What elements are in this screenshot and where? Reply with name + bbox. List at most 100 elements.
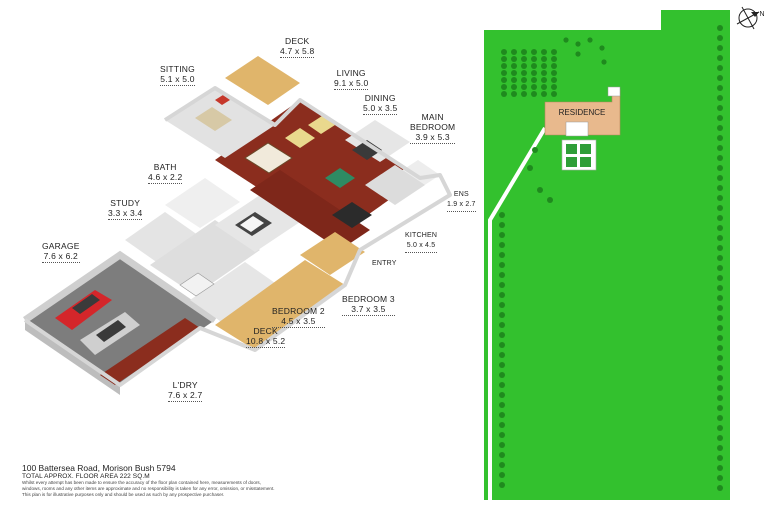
tree-icon (511, 70, 517, 76)
tree-icon (717, 75, 723, 81)
tree-icon (521, 70, 527, 76)
label-entry: ENTRY (372, 260, 397, 267)
tree-icon (587, 37, 593, 43)
tree-icon (499, 462, 505, 468)
tree-icon (499, 422, 505, 428)
outer-walls (23, 86, 452, 387)
garden-bed (566, 144, 577, 154)
tree-icon (717, 445, 723, 451)
tree-icon (501, 56, 507, 62)
tree-icon (501, 63, 507, 69)
tree-icon (499, 412, 505, 418)
label-ens: ENS 1.9 x 2.7 (447, 190, 476, 212)
tree-icon (541, 91, 547, 97)
tree-icon (717, 165, 723, 171)
tree-icon (717, 395, 723, 401)
tree-icon (541, 84, 547, 90)
tree-icon (717, 365, 723, 371)
label-garage: GARAGE 7.6 x 6.2 (42, 241, 80, 263)
tree-icon (717, 315, 723, 321)
tree-icon (521, 77, 527, 83)
tree-icon (717, 205, 723, 211)
tree-icon (499, 372, 505, 378)
label-main-bedroom: MAIN BEDROOM 3.9 x 5.3 (410, 112, 456, 144)
hall-floor (150, 220, 260, 295)
tree-icon (601, 59, 607, 65)
tree-icon (527, 165, 533, 171)
label-study: STUDY 3.3 x 3.4 (108, 198, 143, 220)
tree-icon (499, 232, 505, 238)
tree-icon (521, 49, 527, 55)
tree-icon (551, 91, 557, 97)
tree-icon (531, 63, 537, 69)
tree-icon (717, 125, 723, 131)
laundry-floor (100, 318, 200, 385)
tree-icon (717, 345, 723, 351)
label-deck-top: DECK 4.7 x 5.8 (280, 36, 315, 58)
bedroom2-floor (190, 262, 285, 328)
tree-icon (499, 322, 505, 328)
tree-icon (717, 325, 723, 331)
tree-icon (717, 225, 723, 231)
tree-icon (717, 215, 723, 221)
tree-icon (531, 77, 537, 83)
tree-icon (547, 197, 553, 203)
garden-bed (580, 144, 591, 154)
tree-icon (499, 362, 505, 368)
tree-icon (563, 37, 569, 43)
tree-icon (511, 63, 517, 69)
tree-icon (511, 77, 517, 83)
tree-icon (717, 375, 723, 381)
tree-icon (501, 77, 507, 83)
tree-icon (501, 70, 507, 76)
tree-icon (551, 49, 557, 55)
red-car (55, 290, 112, 330)
tree-icon (531, 49, 537, 55)
tree-icon (499, 212, 505, 218)
tree-icon (717, 285, 723, 291)
sitting-rug (195, 107, 232, 131)
tree-icon (521, 91, 527, 97)
tree-icon (717, 335, 723, 341)
garden-beds (566, 144, 591, 167)
label-bath: BATH 4.6 x 2.2 (148, 162, 183, 184)
tree-icon (499, 482, 505, 488)
floor-plan (23, 56, 452, 395)
dining-table (325, 168, 355, 188)
label-sitting: SITTING 5.1 x 5.0 (160, 64, 195, 86)
tree-icon (717, 145, 723, 151)
tree-icon (501, 49, 507, 55)
tree-icon (717, 85, 723, 91)
disclaimer-line: This plan is for illustrative purposes o… (22, 492, 225, 497)
tree-icon (521, 63, 527, 69)
bath-floor (165, 178, 240, 228)
tree-icon (717, 65, 723, 71)
tree-icon (499, 262, 505, 268)
tree-icon (499, 382, 505, 388)
plan-footer: 100 Battersea Road, Morison Bush 5794 TO… (22, 463, 462, 498)
tree-icon (717, 355, 723, 361)
tree-icon (717, 175, 723, 181)
tree-icon (717, 425, 723, 431)
driveway (488, 126, 547, 500)
label-dining: DINING 5.0 x 3.5 (363, 93, 398, 115)
tree-icon (499, 442, 505, 448)
tree-icon (499, 352, 505, 358)
dark-rug (332, 202, 372, 228)
garage-walls (23, 250, 217, 323)
tree-icon (541, 63, 547, 69)
tree-icon (717, 295, 723, 301)
tree-icon (717, 305, 723, 311)
lawn (484, 10, 730, 500)
tree-icon (717, 475, 723, 481)
tree-icon (717, 45, 723, 51)
tree-icon (717, 485, 723, 491)
disclaimer-line: Whilst every attempt has been made to en… (22, 480, 262, 485)
tree-icon (499, 402, 505, 408)
tree-icon (717, 95, 723, 101)
tree-icon (499, 292, 505, 298)
tree-icon (541, 56, 547, 62)
tree-icon (499, 332, 505, 338)
deck-bottom-floor (215, 260, 345, 350)
tree-icon (541, 70, 547, 76)
